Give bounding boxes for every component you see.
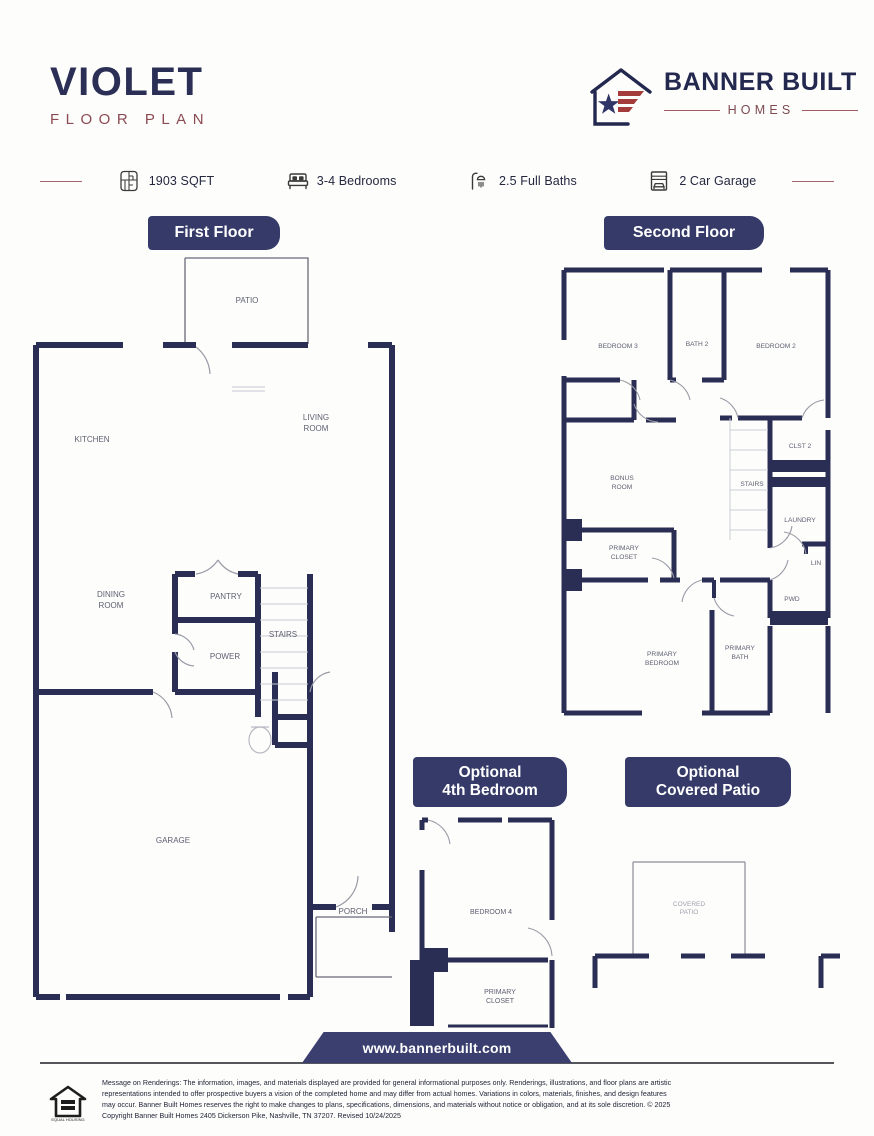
brand-subtitle: HOMES — [727, 103, 795, 117]
brand-rule-right — [802, 109, 858, 111]
disclaimer-copyright-line: Copyright Banner Built Homes 2405 Dicker… — [102, 1112, 401, 1121]
disclaimer-text: Message on Renderings: The information, … — [102, 1078, 842, 1122]
section-badge-optional-4th-bedroom: Optional 4th Bedroom — [413, 757, 567, 807]
spec-bar: 1903 SQFT 3-4 Bedrooms — [40, 168, 834, 194]
equal-housing-opportunity-icon: EQUAL HOUSING — [46, 1080, 90, 1124]
room-label-bath2: BATH 2 — [686, 341, 709, 348]
bed-icon — [286, 169, 308, 193]
website-url-label: www.bannerbuilt.com — [362, 1039, 512, 1056]
page-title: VIOLET — [50, 60, 204, 104]
spec-rule-left — [40, 180, 82, 182]
room-label-living-room-line1: LIVING — [303, 413, 329, 422]
spec-rule-right — [792, 180, 834, 182]
section-badge-optional-covered-patio: Optional Covered Patio — [625, 757, 791, 807]
spec-item-bedrooms: 3-4 Bedrooms — [286, 169, 397, 193]
first-floor-plan-drawing: PATIO KITCHEN LIVING ROOM DINING ROOM PA… — [20, 252, 420, 1022]
room-label-pantry: PANTRY — [210, 592, 242, 601]
room-label-clst2: CLST 2 — [789, 443, 812, 450]
badge-label-optional-bedroom-line1: Optional — [458, 763, 522, 781]
room-label-primary-bath-line1: PRIMARY — [725, 645, 756, 652]
disclaimer-line-2: representations intended to offer prospe… — [102, 1089, 667, 1098]
spec-item-garage: 2 Car Garage — [648, 169, 756, 193]
badge-label-optional-bedroom: Optional 4th Bedroom — [434, 764, 546, 801]
room-label-covered-patio-line2: PATIO — [680, 909, 699, 916]
disclaimer-line-3: may occur. Banner Built Homes reserves t… — [102, 1100, 671, 1109]
room-label-lin: LIN — [811, 560, 821, 567]
room-label-primary-closet-line2: CLOSET — [611, 554, 637, 561]
section-badge-first-floor: First Floor — [148, 216, 280, 250]
spec-label-bedrooms: 3-4 Bedrooms — [316, 174, 397, 188]
floorplan-icon — [118, 169, 140, 193]
spec-label-garage: 2 Car Garage — [679, 174, 757, 188]
room-label-kitchen: KITCHEN — [74, 435, 109, 444]
room-label-opt-primary-closet-line1: PRIMARY — [484, 989, 516, 996]
room-label-stairs: STAIRS — [740, 481, 764, 488]
badge-label-optional-patio-line2: Covered Patio — [655, 782, 761, 799]
room-label-bedroom3: BEDROOM 3 — [598, 343, 638, 350]
disclaimer-line-1: Message on Renderings: The information, … — [102, 1079, 672, 1087]
optional-4th-bedroom-plan-drawing: BEDROOM 4 PRIMARY CLOSET — [408, 812, 588, 1032]
room-label-bonus-line1: BONUS — [610, 475, 634, 482]
room-label-living-room-line2: ROOM — [304, 424, 329, 433]
plan-title-block: VIOLET FLOOR PLAN — [50, 62, 210, 128]
svg-text:EQUAL HOUSING: EQUAL HOUSING — [51, 1117, 84, 1122]
page-footer: EQUAL HOUSING Message on Renderings: The… — [40, 1078, 840, 1130]
room-label-primary-bedroom-line2: BEDROOM — [645, 660, 679, 667]
room-label-patio: PATIO — [236, 296, 259, 305]
badge-label-second-floor: Second Floor — [632, 223, 736, 241]
garage-icon — [648, 169, 670, 193]
section-badge-second-floor: Second Floor — [604, 216, 764, 250]
optional-covered-patio-plan-drawing: COVERED PATIO — [585, 840, 850, 990]
website-banner: www.bannerbuilt.com — [40, 1032, 834, 1066]
room-label-bedroom4: BEDROOM 4 — [470, 909, 512, 916]
brand-logo: BANNER BUILT HOMES — [588, 64, 858, 132]
room-label-pwd: PWD — [784, 596, 800, 603]
spec-label-baths: 2.5 Full Baths — [498, 174, 577, 188]
room-label-dining-room-line2: ROOM — [99, 601, 124, 610]
shower-icon — [468, 169, 490, 193]
room-label-bonus-line2: ROOM — [612, 484, 633, 491]
brand-sub-row: HOMES — [664, 103, 858, 117]
plan-subtitle: FLOOR PLAN — [50, 111, 211, 128]
brand-rule-left — [664, 109, 720, 111]
room-label-bedroom2: BEDROOM 2 — [756, 343, 796, 350]
brand-text: BANNER BUILT HOMES — [664, 70, 858, 117]
spec-item-baths: 2.5 Full Baths — [468, 169, 577, 193]
room-label-primary-bedroom-line1: PRIMARY — [647, 651, 678, 658]
room-label-opt-primary-closet-line2: CLOSET — [486, 998, 515, 1005]
banner-built-house-flag-icon — [588, 66, 654, 128]
badge-label-first-floor: First Floor — [174, 223, 254, 241]
badge-label-optional-patio: Optional Covered Patio — [648, 764, 768, 801]
spec-item-sqft: 1903 SQFT — [118, 169, 215, 193]
room-label-covered-patio-line1: COVERED — [673, 901, 705, 908]
badge-label-optional-patio-line1: Optional — [676, 763, 740, 781]
room-label-garage: GARAGE — [156, 836, 190, 845]
room-label-primary-bath-line2: BATH — [731, 654, 748, 661]
brand-name: BANNER BUILT — [664, 68, 857, 96]
spec-label-sqft: 1903 SQFT — [148, 174, 215, 188]
room-label-dining-room-line1: DINING — [97, 590, 125, 599]
room-label-porch: PORCH — [339, 907, 368, 916]
badge-label-optional-bedroom-line2: 4th Bedroom — [442, 782, 538, 799]
room-label-stairs: STAIRS — [269, 630, 297, 639]
second-floor-plan-drawing: BEDROOM 3 BATH 2 BEDROOM 2 BONUS ROOM CL… — [552, 258, 852, 728]
room-label-primary-closet-line1: PRIMARY — [609, 545, 640, 552]
page-header: VIOLET FLOOR PLAN BANNER BUILT HOMES — [0, 0, 874, 150]
room-label-power: POWER — [210, 652, 240, 661]
website-url-tab[interactable]: www.bannerbuilt.com — [302, 1032, 572, 1063]
room-label-laundry: LAUNDRY — [784, 517, 816, 524]
